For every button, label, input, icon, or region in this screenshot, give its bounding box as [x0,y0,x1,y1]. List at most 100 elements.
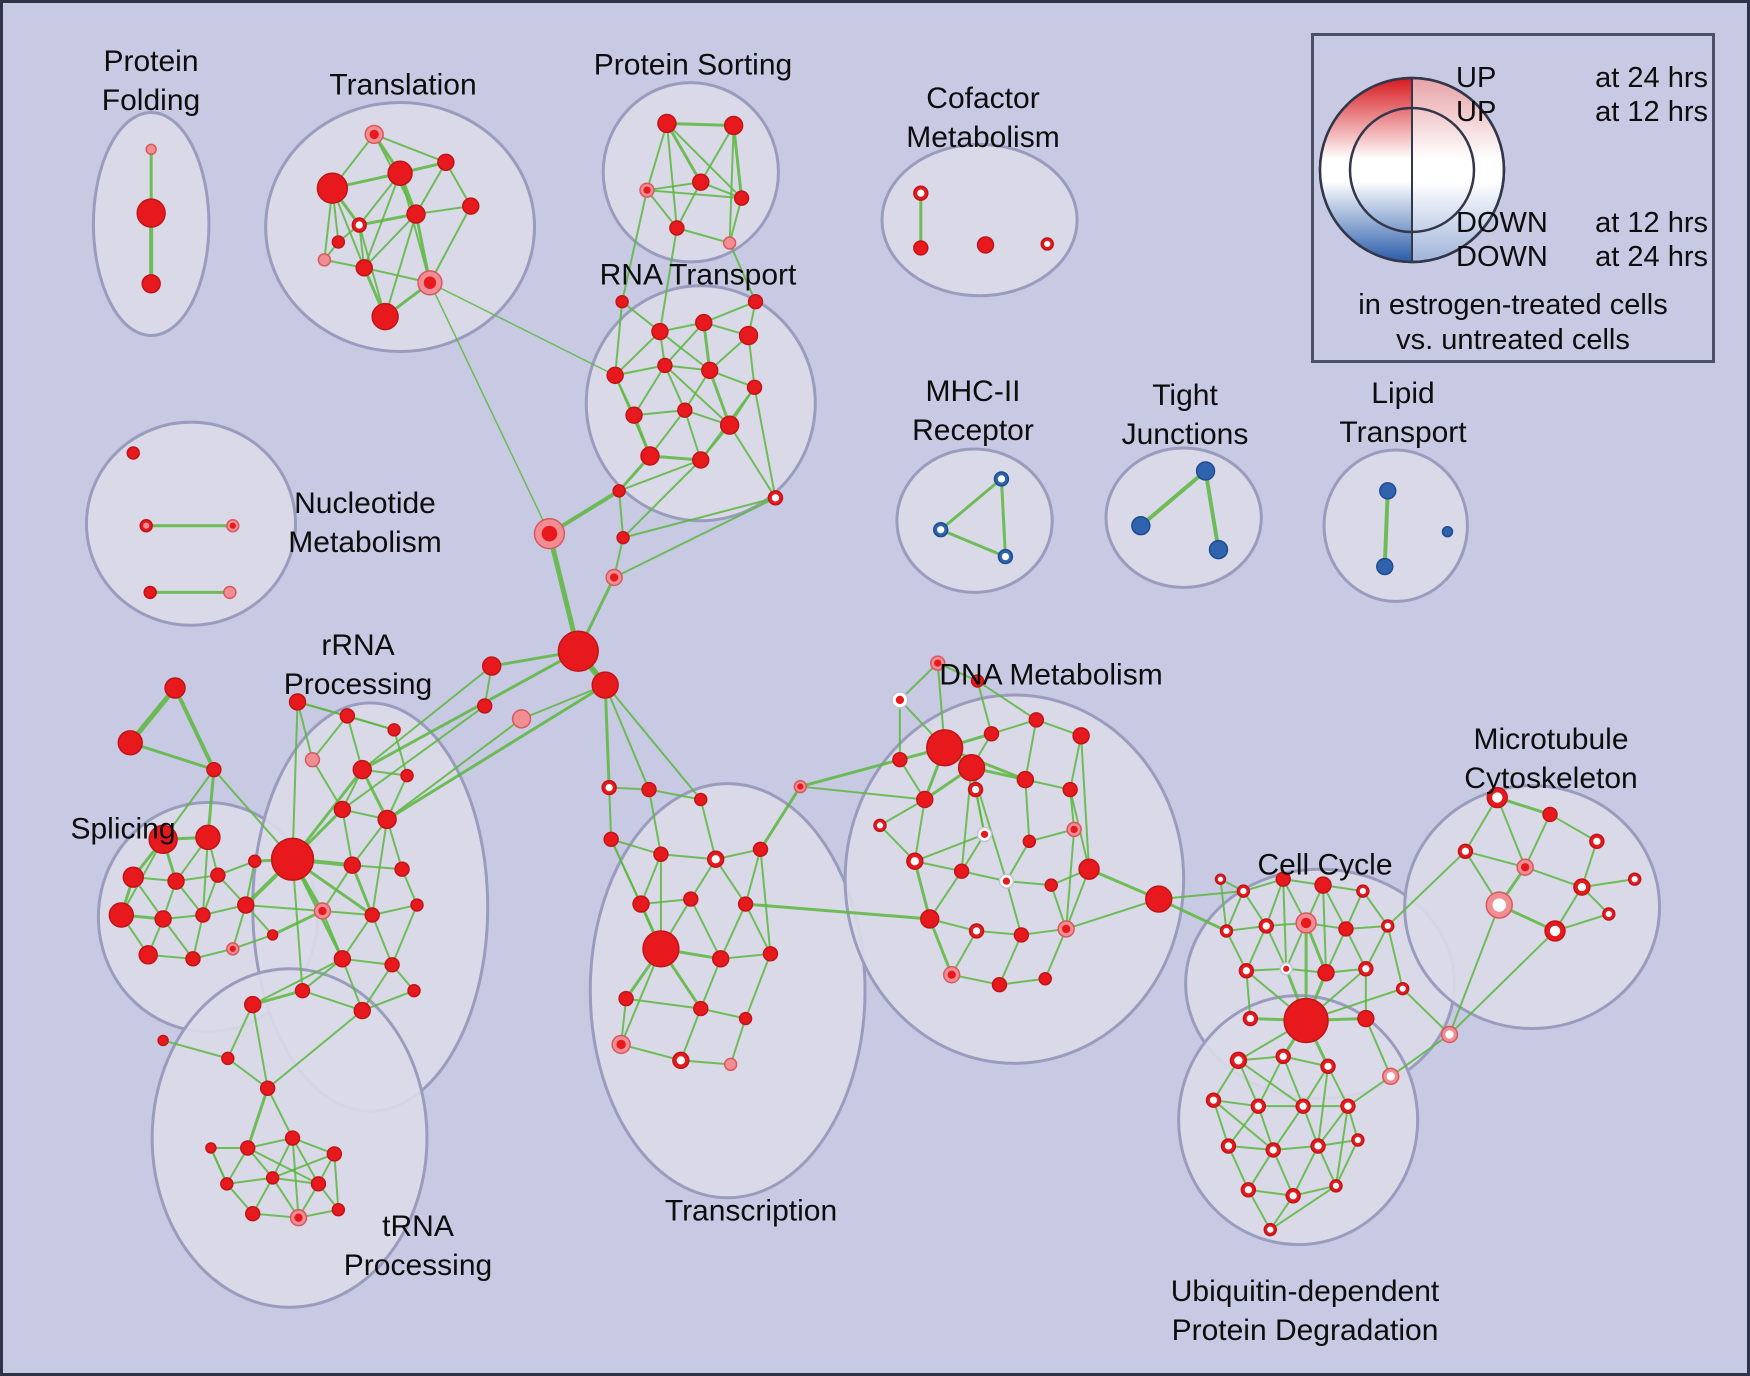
network-node [695,313,713,332]
network-edge [614,330,661,377]
network-node [616,530,630,545]
network-edge [1005,880,1023,936]
network-edge [341,957,364,1012]
network-node-inner [1399,985,1406,992]
network-node [481,656,502,676]
network-node [1016,770,1035,789]
legend-time: at 12 hrs [1595,206,1708,239]
network-node-inner [616,1039,626,1050]
network-node [1441,525,1454,538]
network-edge [1028,828,1076,843]
network-node-inner [355,221,363,229]
network-node-inner [369,129,379,140]
network-edge [1219,878,1228,932]
network-edge [621,189,648,303]
network-edge [699,124,735,184]
network-node [1131,516,1151,536]
network-node-inner [1254,1102,1262,1110]
network-edge [321,864,354,913]
network-node-inner [1262,922,1270,930]
network-node [983,726,1000,742]
network-node [920,909,940,929]
network-edge [393,728,409,777]
cluster-label-splicing: Splicing [70,812,176,846]
cluster-ellipse-tight-junctions [1104,446,1263,589]
network-edge [913,798,926,863]
network-node [394,861,410,877]
cluster-label-transcription: Transcription [664,1194,838,1228]
network-node [926,729,964,767]
network-node [244,995,262,1014]
network-node [304,751,321,768]
cluster-ellipse-translation [264,101,536,353]
network-edge [620,1043,682,1062]
network-edge [291,700,299,861]
network-edge [341,808,354,867]
network-edge [291,858,304,992]
network-edge [1237,1059,1305,1108]
network-edge [1317,1105,1349,1147]
legend-label: UP [1456,61,1497,94]
network-node-inner [1300,917,1312,929]
network-edge [384,213,418,318]
cluster-label-cofactor-metabolism: Cofactor Metabolism [906,82,1060,154]
network-node [141,274,161,294]
network-node [632,895,650,913]
network-node-inner [229,945,236,952]
network-node-inner [771,494,780,502]
cluster-label-nucleotide-metabolism: Nucleotide Metabolism [288,487,442,559]
cluster-ellipse-transcription [588,782,867,1200]
network-node [970,674,985,688]
network-node [692,173,710,191]
network-edge [708,368,732,427]
network-node [1038,972,1052,986]
network-edge [1212,1099,1275,1151]
network-node-inner [1269,1146,1277,1154]
network-edge [429,282,616,377]
network-edge [291,1137,300,1219]
network-edge [633,364,666,417]
network-edge [415,161,447,216]
network-edge [1282,878,1288,970]
network-edge [1245,969,1252,1020]
legend-label: DOWN [1456,206,1548,239]
network-node-inner [1461,847,1470,855]
network-node [1357,1009,1375,1028]
network-edge [689,898,722,960]
network-node [206,761,222,778]
network-node-inner [541,525,558,542]
network-edge [753,386,777,499]
network-edge [1386,850,1467,927]
network-edge [699,798,717,861]
network-node [669,220,685,236]
network-node-inner [1324,1062,1332,1070]
network-edge [759,785,802,851]
network-node-inner [294,1213,303,1222]
network-edge [1065,828,1076,930]
legend-row-up-12: UP at 12 hrs [1456,95,1708,129]
network-node-inner [1217,876,1224,882]
network-edge [913,833,986,863]
network-edge [744,848,762,906]
network-node-inner [1283,965,1290,972]
network-edge [610,838,662,950]
network-edge [614,300,624,377]
network-edge [714,858,747,906]
network-edge [1322,884,1328,974]
network-node [1013,927,1030,943]
cluster-label-microtubule-cytoskeleton: Microtubule Cytoskeleton [1464,723,1638,795]
network-node [371,302,399,331]
network-edge [373,133,447,164]
network-node-inner [1332,1182,1340,1189]
legend-time: at 24 hrs [1595,61,1708,94]
network-edge [1212,1099,1230,1147]
network-node-inner [1044,240,1051,248]
network-edge [226,1057,269,1090]
network-node-inner [1384,922,1391,930]
network-node [618,990,634,1007]
network-node-inner [1070,825,1078,834]
network-edge [939,528,1007,559]
network-node [991,976,1008,993]
network-node [122,866,144,888]
